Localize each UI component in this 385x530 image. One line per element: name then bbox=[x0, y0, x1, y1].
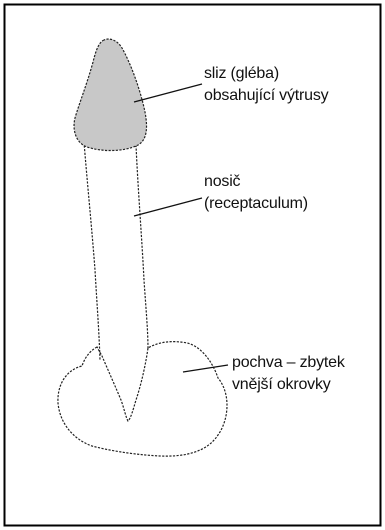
stipe-right-edge bbox=[136, 145, 148, 350]
stipe-left-edge bbox=[84, 142, 100, 360]
label-receptaculum-line2: (receptaculum) bbox=[204, 193, 308, 215]
label-pochva-line2: vnější okrovky bbox=[232, 374, 345, 396]
pointer-pochva bbox=[183, 365, 228, 372]
label-gleba-line1: sliz (gléba) bbox=[204, 63, 328, 85]
label-pochva: pochva – zbytek vnější okrovky bbox=[232, 352, 345, 396]
gleba-cap bbox=[74, 39, 146, 151]
label-receptaculum-line1: nosič bbox=[204, 171, 308, 193]
label-gleba: sliz (gléba) obsahující výtrusy bbox=[204, 63, 328, 107]
label-gleba-line2: obsahující výtrusy bbox=[204, 85, 328, 107]
pointer-gleba bbox=[134, 84, 202, 102]
volva-shape bbox=[58, 342, 227, 457]
label-receptaculum: nosič (receptaculum) bbox=[204, 171, 308, 215]
pointer-receptaculum bbox=[134, 198, 202, 216]
label-pochva-line1: pochva – zbytek bbox=[232, 352, 345, 374]
